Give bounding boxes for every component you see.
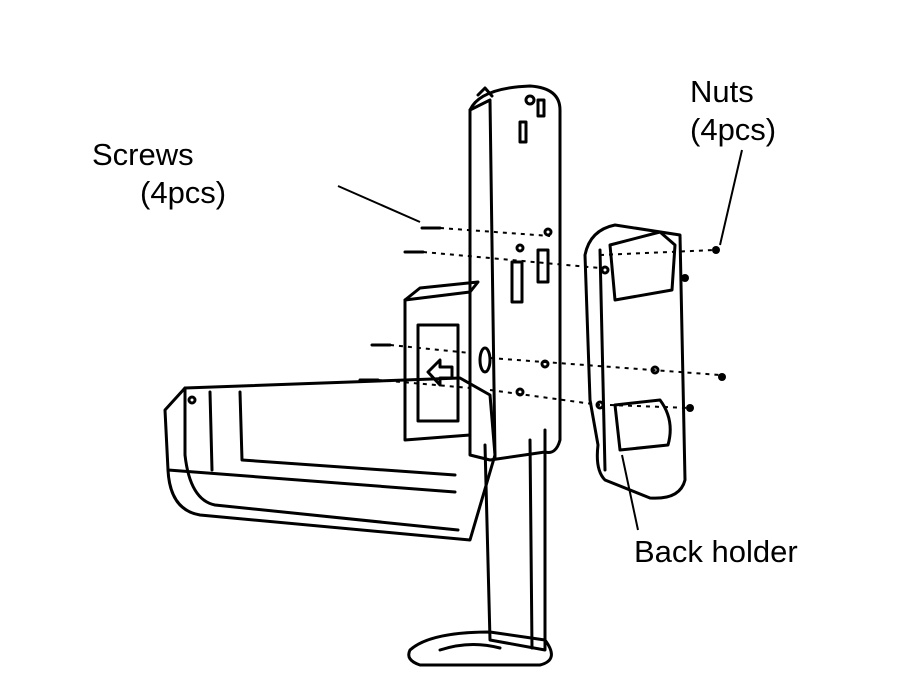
screws [358,226,442,382]
screws-label: Screws [92,137,194,172]
nut-icon [718,373,726,381]
nut-icon [681,274,689,282]
back-holder [583,223,687,500]
nut-icon [686,404,694,412]
tray [163,376,497,542]
back-holder-leader-line [621,454,639,531]
nuts-label: Nuts [690,74,754,109]
cartridge-box [403,280,480,442]
nuts-leader-line [719,149,743,246]
screws-count-label: (4pcs) [140,175,226,210]
nuts [681,246,726,412]
back-holder-label: Back holder [634,534,798,569]
alignment-lines [377,227,721,409]
back-plate [468,84,562,462]
screws-leader-line [337,185,421,223]
nuts-count-label: (4pcs) [690,112,776,147]
stand [407,428,553,667]
nut-icon [712,246,720,254]
